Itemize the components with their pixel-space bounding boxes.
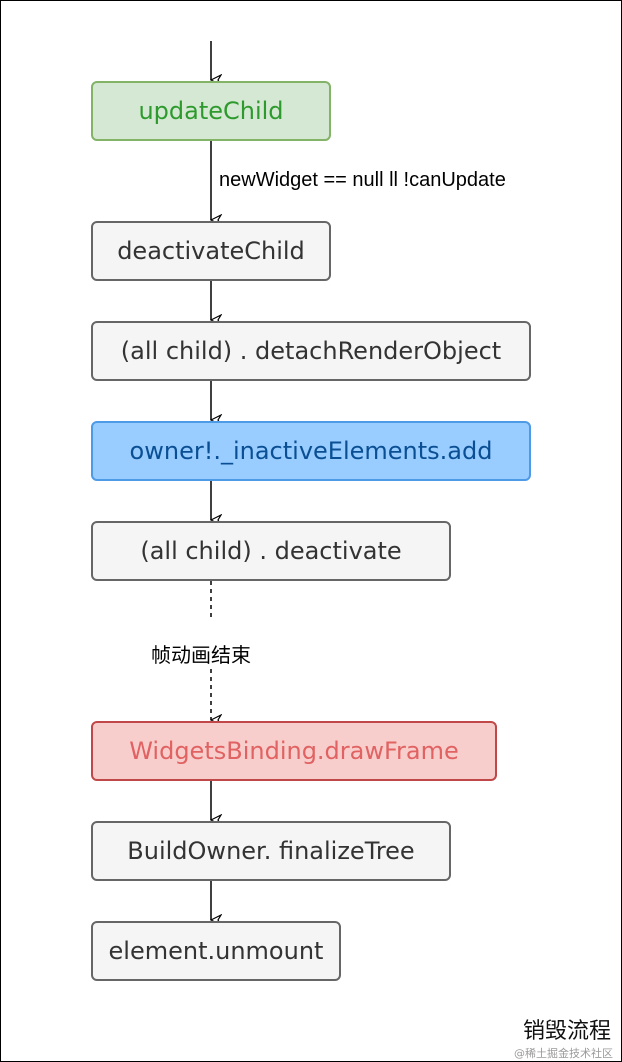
node-deactivate-all: (all child) . deactivate: [91, 521, 451, 581]
node-update-child: updateChild: [91, 81, 331, 141]
node-inactive-elements-add-label: owner!._inactiveElements.add: [129, 437, 493, 465]
edge-label-condition: newWidget == null ll !canUpdate: [219, 169, 506, 191]
node-unmount-label: element.unmount: [108, 937, 324, 965]
node-deactivate-all-label: (all child) . deactivate: [140, 537, 402, 565]
node-update-child-label: updateChild: [138, 97, 284, 125]
node-draw-frame: WidgetsBinding.drawFrame: [91, 721, 497, 781]
node-unmount: element.unmount: [91, 921, 341, 981]
diagram-title: 销毁流程: [522, 1019, 611, 1044]
node-deactivate-child: deactivateChild: [91, 221, 331, 281]
node-draw-frame-label: WidgetsBinding.drawFrame: [129, 737, 459, 765]
node-detach-render-object-label: (all child) . detachRenderObject: [120, 337, 502, 365]
node-deactivate-child-label: deactivateChild: [117, 237, 305, 265]
node-detach-render-object: (all child) . detachRenderObject: [91, 321, 531, 381]
node-finalize-tree: BuildOwner. finalizeTree: [91, 821, 451, 881]
node-finalize-tree-label: BuildOwner. finalizeTree: [127, 837, 415, 865]
node-inactive-elements-add: owner!._inactiveElements.add: [91, 421, 531, 481]
edge-label-frame-end: 帧动画结束: [151, 645, 251, 667]
watermark: @稀土掘金技术社区: [514, 1047, 613, 1060]
